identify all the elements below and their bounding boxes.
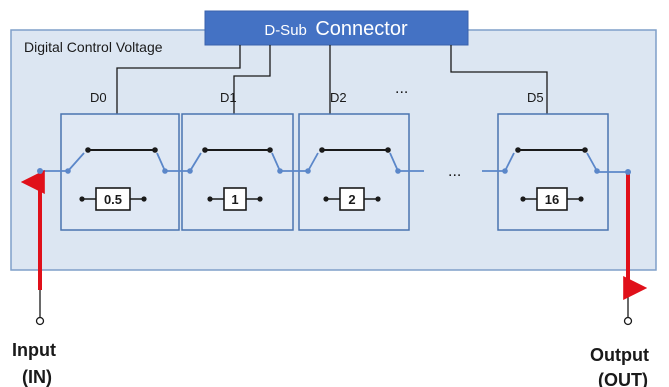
panel-label: Digital Control Voltage: [24, 39, 163, 55]
connector-prefix: D-Sub: [264, 22, 307, 39]
output-sub-label: (OUT): [598, 370, 648, 387]
switch-arm: [67, 152, 85, 172]
dsub-connector: [204, 10, 469, 46]
bit-label-d0: D0: [90, 90, 107, 105]
input-terminal: [35, 316, 45, 326]
bypass-node: [152, 147, 158, 153]
pad-node: [257, 196, 263, 202]
attenuator-pad: [536, 187, 568, 211]
attenuation-value: 2: [348, 192, 355, 207]
bit-label-d5: D5: [527, 90, 544, 105]
bypass-node: [267, 147, 273, 153]
output-terminal: [623, 316, 633, 326]
switch-cell: 1: [187, 147, 283, 211]
connector-label: D-Sub Connector: [264, 18, 408, 40]
switch-node: [187, 168, 193, 174]
module-d0: [60, 113, 180, 231]
module-d5: [497, 113, 609, 231]
switch-arm: [189, 152, 202, 172]
pad-node: [520, 196, 526, 202]
switch-arm: [271, 152, 281, 172]
switch-cells: 0.5 1 2 16: [65, 147, 600, 211]
switch-node: [594, 168, 600, 174]
module-d2: [298, 113, 410, 231]
attenuator-modules: [60, 113, 609, 231]
switch-cell: 2: [305, 147, 401, 211]
ellipsis-top: ...: [395, 80, 408, 97]
switch-cell: 16: [502, 147, 600, 211]
pad-node: [323, 196, 329, 202]
bypass-node: [85, 147, 91, 153]
input-label: Input: [12, 340, 56, 360]
output-node: [625, 169, 631, 175]
switch-node: [277, 168, 283, 174]
output-label: Output: [590, 345, 649, 365]
bypass-node: [385, 147, 391, 153]
switch-arm: [156, 152, 166, 172]
bypass-node: [582, 147, 588, 153]
bit-label-d1: D1: [220, 90, 237, 105]
switch-cell: 0.5: [65, 147, 168, 211]
module-d1: [181, 113, 294, 231]
pad-node: [578, 196, 584, 202]
bypass-node: [202, 147, 208, 153]
attenuator-pad: [339, 187, 365, 211]
switch-arm: [389, 152, 399, 172]
switch-node: [502, 168, 508, 174]
pad-node: [375, 196, 381, 202]
connector-title: Connector: [315, 18, 408, 40]
attenuator-pad: [95, 187, 131, 211]
bit-label-d2: D2: [330, 90, 347, 105]
pad-node: [207, 196, 213, 202]
pad-node: [79, 196, 85, 202]
attenuation-value: 0.5: [104, 192, 122, 207]
bypass-node: [515, 147, 521, 153]
input-sub-label: (IN): [22, 367, 52, 387]
pad-node: [141, 196, 147, 202]
bypass-node: [319, 147, 325, 153]
switch-arm: [307, 152, 319, 172]
control-wires: [116, 45, 548, 114]
switch-node: [395, 168, 401, 174]
attenuation-value: 1: [231, 192, 238, 207]
switch-arm: [504, 152, 515, 172]
input-node: [37, 168, 43, 174]
switch-arm: [586, 152, 598, 172]
switch-node: [305, 168, 311, 174]
attenuator-pad: [223, 187, 247, 211]
attenuation-value: 16: [545, 192, 559, 207]
switch-node: [162, 168, 168, 174]
ellipsis-middle: ...: [448, 163, 461, 180]
switch-node: [65, 168, 71, 174]
